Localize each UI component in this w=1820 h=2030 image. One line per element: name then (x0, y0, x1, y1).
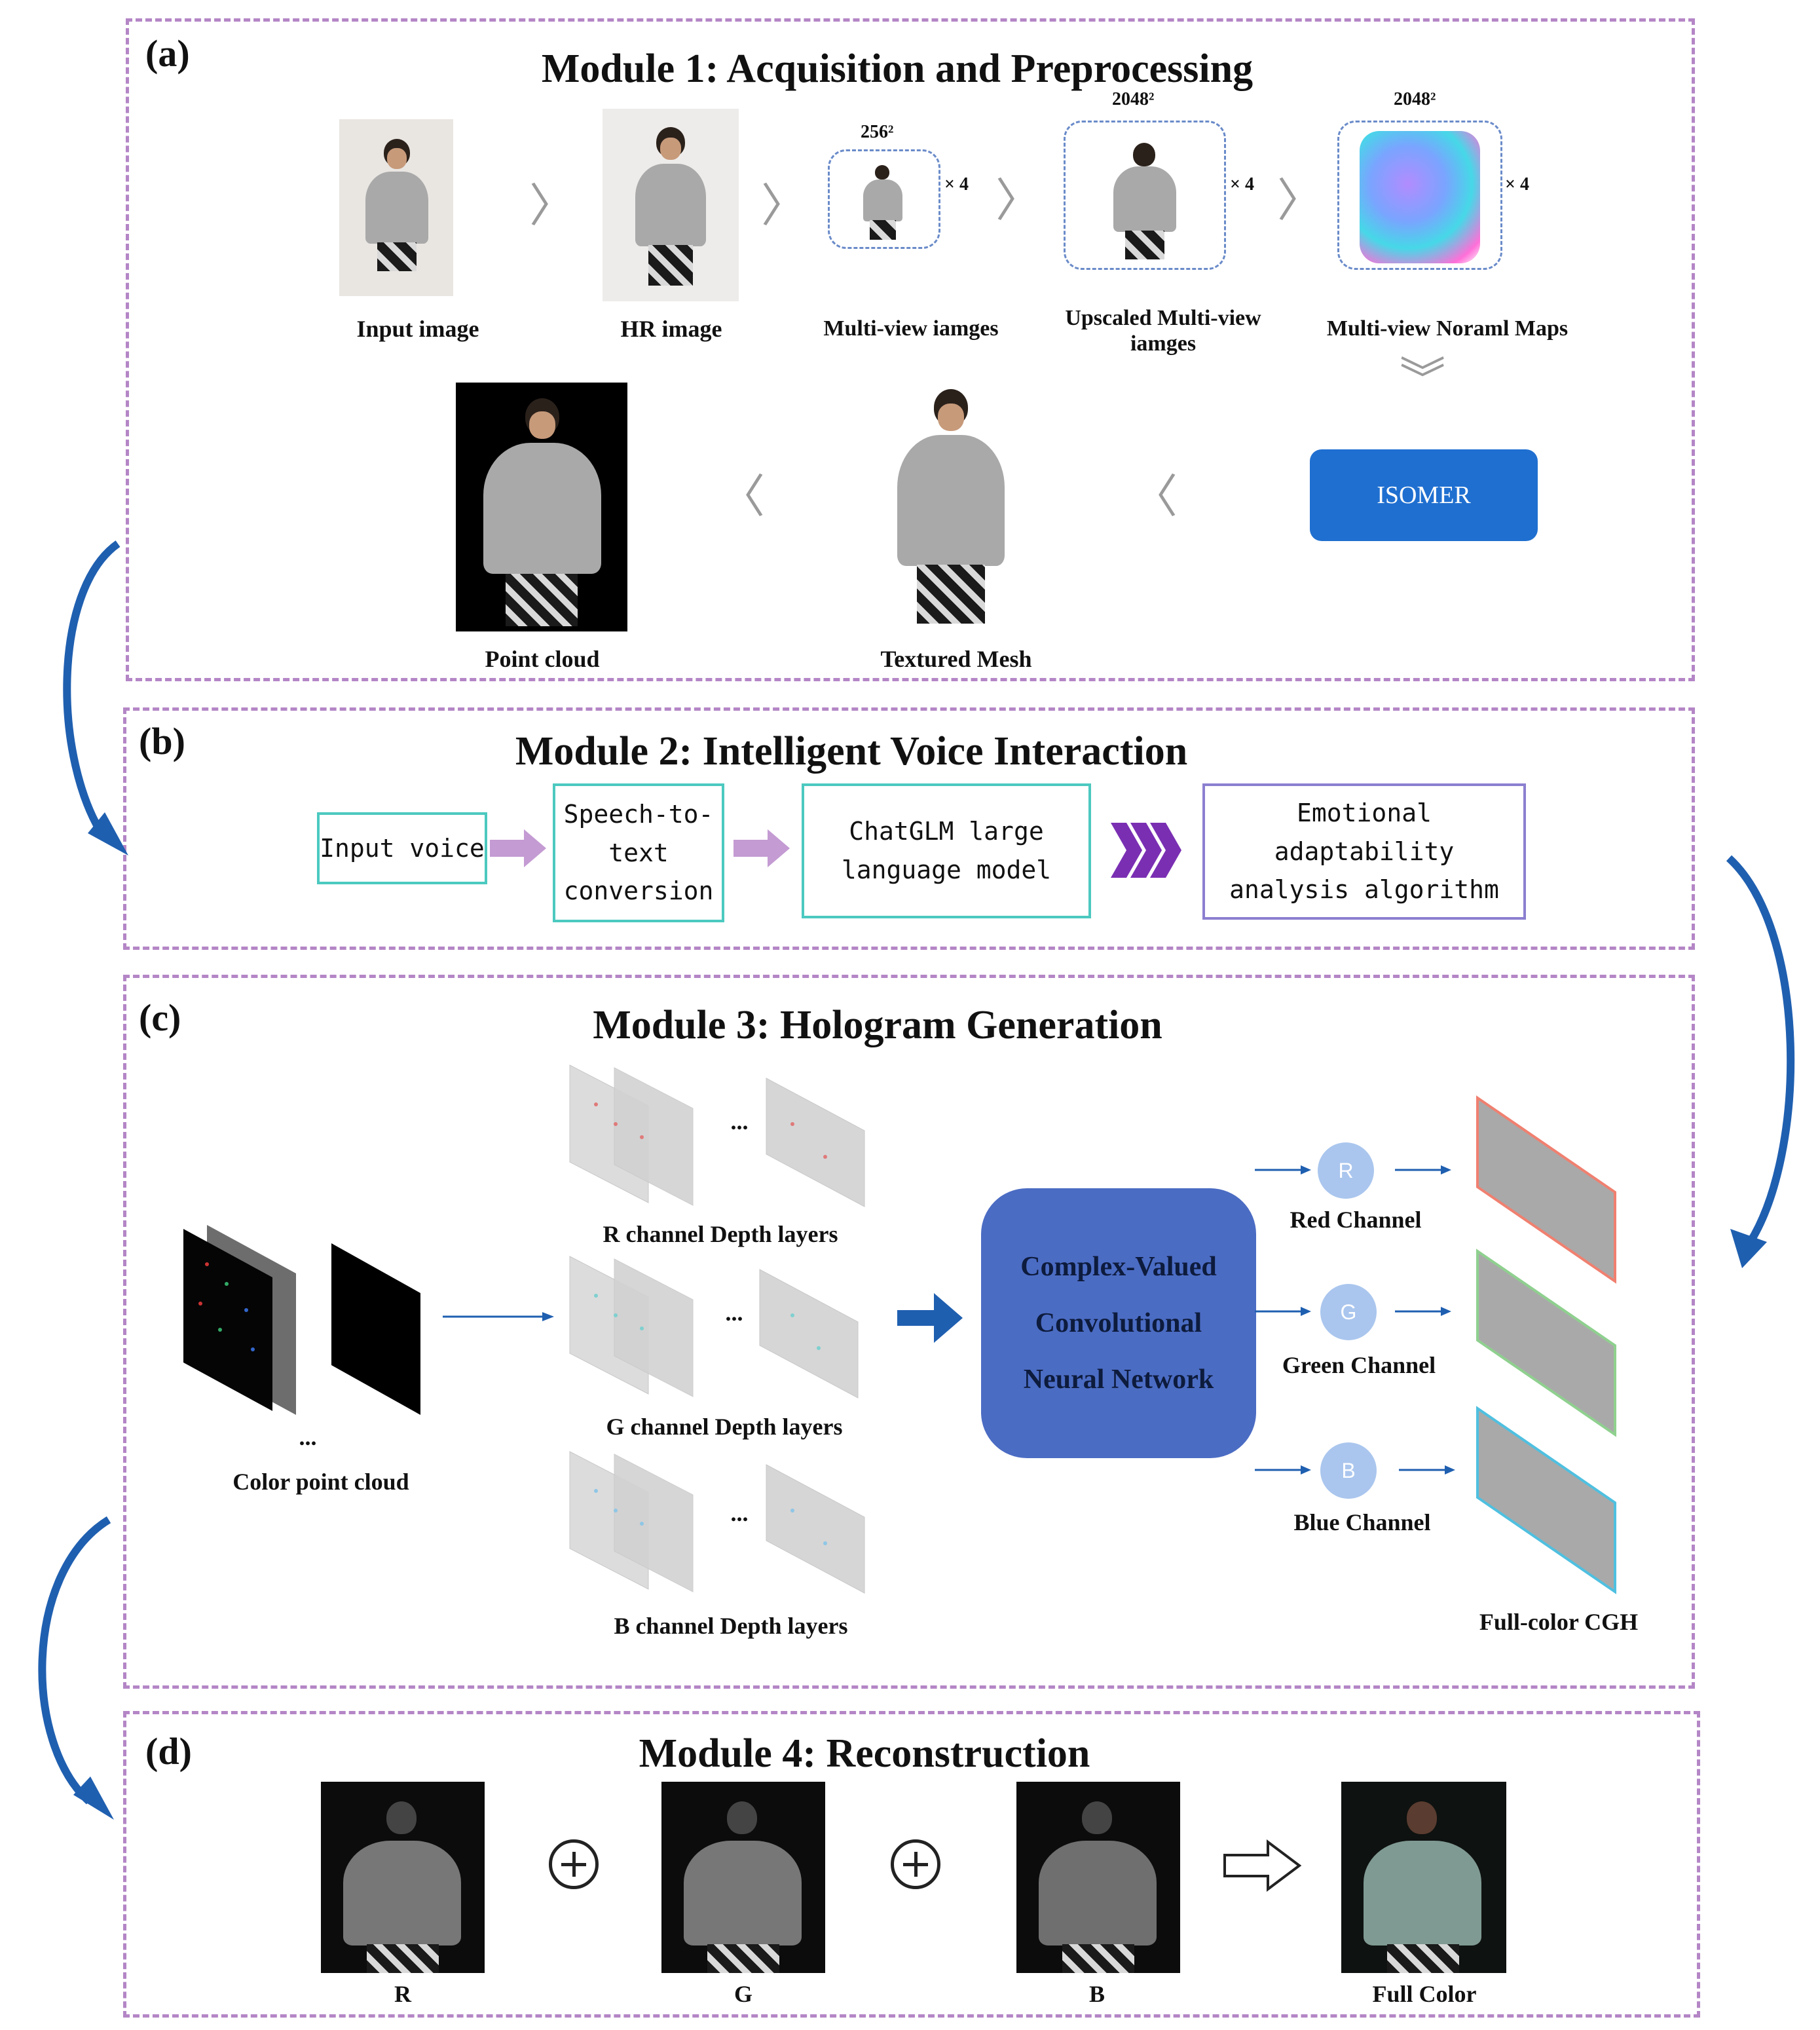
reconstruction-r-image (321, 1782, 485, 1973)
hr-image (603, 109, 739, 301)
chevron-down-icon: 》 (1394, 354, 1448, 401)
textured-mesh-image (874, 377, 1028, 628)
arrow-right-icon (1255, 1465, 1311, 1475)
chevron-right-icon: 〉 (1277, 174, 1323, 227)
green-cgh-panel (1476, 1249, 1616, 1437)
g-layers-ellipsis: ... (725, 1300, 743, 1326)
arrow-right-icon (1395, 1307, 1451, 1316)
green-channel-label: Green Channel (1282, 1352, 1436, 1378)
arrow-right-icon (1255, 1307, 1311, 1316)
color-point-cloud-label: Color point cloud (232, 1469, 409, 1495)
module-3-title: Module 3: Hologram Generation (593, 1003, 1162, 1047)
reconstruction-b-image (1016, 1782, 1180, 1973)
r-layers-ellipsis: ... (730, 1108, 749, 1135)
red-channel-label: Red Channel (1290, 1207, 1422, 1233)
reconstruction-r-label: R (394, 1981, 411, 2007)
resolution-256-label: 256² (861, 122, 894, 142)
resolution-2048-label: 2048² (1112, 89, 1155, 109)
normal-maps-box (1337, 121, 1502, 270)
times-four-label: × 4 (1230, 174, 1254, 195)
speech-to-text-box: Speech-to-text conversion (553, 783, 724, 922)
input-image (339, 119, 453, 296)
reconstruction-b-label: B (1088, 1981, 1105, 2007)
input-image-label: Input image (356, 316, 479, 342)
arrow-right-icon (734, 829, 790, 867)
b-depth-layers-label: B channel Depth layers (614, 1613, 848, 1639)
reconstruction-g-image (661, 1782, 825, 1973)
arrow-right-icon (897, 1293, 963, 1343)
reconstruction-full-color-label: Full Color (1372, 1981, 1477, 2007)
module-4-panel (123, 1711, 1700, 2018)
reconstruction-g-label: G (734, 1981, 752, 2007)
module-3-panel (123, 975, 1695, 1689)
blue-channel-circle: B (1320, 1442, 1377, 1499)
multiview-image (849, 160, 917, 244)
chevron-right-icon: 〉 (529, 179, 575, 233)
arrow-right-icon (443, 1312, 554, 1321)
triple-chevron-icon (1111, 823, 1181, 878)
upscaled-images-box (1064, 121, 1226, 270)
g-depth-layers-graphic (569, 1256, 859, 1399)
complex-valued-cnn-block: Complex-Valued Convolutional Neural Netw… (981, 1188, 1256, 1458)
red-cgh-panel (1476, 1095, 1616, 1284)
blue-channel-label: Blue Channel (1293, 1509, 1431, 1535)
isomer-block: ISOMER (1310, 449, 1538, 541)
textured-mesh-label: Textured Mesh (880, 646, 1032, 672)
normal-maps-label: Multi-view Noraml Maps (1326, 316, 1569, 341)
red-channel-circle: R (1318, 1142, 1374, 1199)
times-four-label: × 4 (944, 174, 969, 195)
arrow-right-icon (1399, 1465, 1455, 1475)
b-depth-layers-graphic (569, 1451, 865, 1594)
point-cloud-label: Point cloud (485, 646, 600, 672)
arrow-right-icon (1395, 1165, 1451, 1175)
full-color-cgh-label: Full-color CGH (1479, 1609, 1639, 1635)
plus-icon (891, 1839, 940, 1889)
point-cloud-image (456, 383, 627, 631)
plus-icon (549, 1839, 599, 1889)
hr-image-label: HR image (620, 316, 722, 342)
module-4-tag: (d) (145, 1730, 192, 1773)
chatglm-box: ChatGLM large language model (802, 783, 1091, 918)
r-depth-layers-label: R channel Depth layers (603, 1221, 838, 1247)
module-2-panel (123, 707, 1695, 950)
hollow-arrow-right-icon (1223, 1839, 1302, 1892)
g-depth-layers-label: G channel Depth layers (606, 1414, 843, 1440)
color-point-cloud-graphic (183, 1225, 420, 1415)
flow-arrow-module1-to-2 (63, 540, 128, 855)
module-3-tag: (c) (139, 996, 181, 1039)
b-layers-ellipsis: ... (730, 1500, 749, 1526)
module-4-title: Module 4: Reconstruction (639, 1731, 1090, 1776)
blue-cgh-panel (1476, 1406, 1616, 1594)
resolution-2048-label: 2048² (1394, 89, 1436, 109)
chevron-left-icon: 〈 (719, 470, 765, 523)
upscaled-image (1091, 134, 1198, 262)
upscaled-images-label: Upscaled Multi-view iamges (1065, 306, 1261, 356)
emotional-analysis-box: Emotional adaptability analysis algorith… (1202, 783, 1526, 920)
module-1-panel (126, 18, 1695, 681)
r-depth-layers-graphic (569, 1064, 865, 1207)
flow-arrow-module2-to-3 (1726, 855, 1795, 1268)
arrow-right-icon (1255, 1165, 1311, 1175)
module-1-tag: (a) (145, 32, 190, 75)
module-2-title: Module 2: Intelligent Voice Interaction (515, 729, 1188, 774)
input-voice-box: Input voice (317, 812, 487, 884)
reconstruction-full-color-image (1341, 1782, 1506, 1973)
arrow-right-icon (490, 829, 546, 867)
multiview-images-box (828, 149, 940, 249)
green-channel-circle: G (1320, 1284, 1377, 1340)
ellipsis-label: ... (299, 1424, 317, 1450)
chevron-right-icon: 〉 (995, 174, 1041, 227)
chevron-left-icon: 〈 (1132, 470, 1178, 523)
times-four-label: × 4 (1505, 174, 1529, 195)
module-2-tag: (b) (139, 720, 185, 762)
chevron-right-icon: 〉 (761, 179, 807, 233)
multiview-images-label: Multi-view iamges (823, 316, 999, 341)
normal-map-image (1360, 131, 1480, 263)
flow-arrow-module3-to-4 (38, 1516, 114, 1820)
module-1-title: Module 1: Acquisition and Preprocessing (541, 47, 1254, 91)
